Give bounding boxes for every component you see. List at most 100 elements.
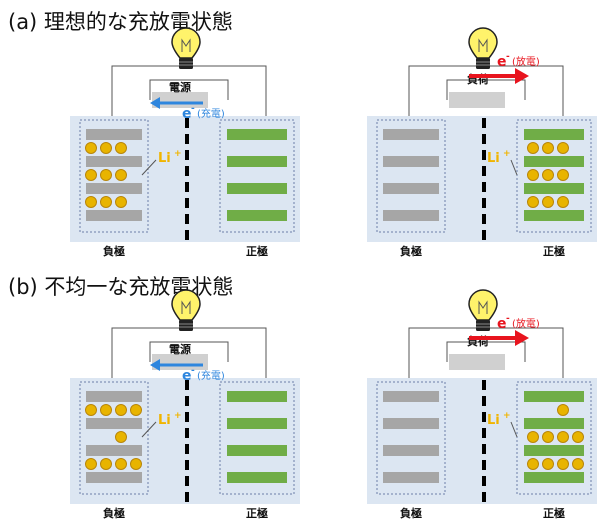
- lithium-ion: [557, 431, 569, 443]
- electron-superscript: -: [191, 104, 195, 114]
- power-source-label: 電源: [169, 342, 191, 356]
- negative-electrode-box: [376, 381, 446, 495]
- lithium-ion: [115, 458, 127, 470]
- lithium-ion: [115, 404, 127, 416]
- negative-electrode-label: 負極: [103, 244, 125, 258]
- lithium-ion: [130, 404, 142, 416]
- positive-electrode-box: [516, 381, 592, 495]
- positive-plate: [524, 156, 584, 167]
- lithium-ion: [100, 458, 112, 470]
- positive-plate: [227, 472, 287, 483]
- lithium-ion: [115, 431, 127, 443]
- bulb-filament: [181, 38, 191, 52]
- negative-electrode-box: [79, 119, 149, 233]
- lithium-ion: [542, 196, 554, 208]
- negative-plate: [383, 156, 439, 167]
- lithium-pointer: [510, 421, 518, 438]
- lithium-ion: [100, 404, 112, 416]
- lithium-ion: [100, 142, 112, 154]
- bulb-filament: [478, 300, 488, 314]
- power-source-box: [152, 92, 208, 108]
- inner-wire: [446, 341, 526, 362]
- discharge-arrow-head: [515, 68, 529, 84]
- bulb-base: [179, 58, 193, 69]
- load-box: [449, 92, 505, 108]
- lithium-ion: [542, 169, 554, 181]
- positive-electrode-box: [516, 119, 592, 233]
- electron-superscript: -: [506, 314, 510, 324]
- light-bulb-icon: [171, 27, 201, 69]
- negative-plate: [86, 183, 142, 194]
- discharge-note: (放電): [512, 55, 540, 68]
- lithium-ion: [557, 169, 569, 181]
- lithium-ion: [572, 431, 584, 443]
- positive-plate: [524, 418, 584, 429]
- lithium-ion: [85, 404, 97, 416]
- bulb-glass: [171, 27, 201, 59]
- electron-symbol: e: [182, 106, 192, 122]
- bulb-filament: [478, 38, 488, 52]
- negative-electrode-box: [79, 381, 149, 495]
- negative-electrode-label: 負極: [400, 506, 422, 520]
- positive-plate: [524, 210, 584, 221]
- positive-plate: [524, 129, 584, 140]
- arrow-right-icon: [469, 330, 529, 346]
- lithium-ion: [572, 458, 584, 470]
- positive-plate: [227, 418, 287, 429]
- negative-plate: [86, 472, 142, 483]
- electron-symbol: e: [497, 54, 507, 70]
- lithium-label: Li: [158, 413, 171, 428]
- positive-plate: [227, 391, 287, 402]
- charge-note: (充電): [197, 107, 225, 120]
- load-box: [449, 354, 505, 370]
- positive-electrode-label: 正極: [543, 506, 565, 520]
- positive-plate: [227, 183, 287, 194]
- lithium-ion: [527, 142, 539, 154]
- bulb-glass: [468, 289, 498, 321]
- inner-wire: [149, 341, 229, 362]
- positive-plate: [227, 156, 287, 167]
- negative-plate: [383, 391, 439, 402]
- positive-plate: [524, 472, 584, 483]
- negative-plate: [86, 445, 142, 456]
- bulb-glass: [171, 289, 201, 321]
- positive-electrode-box: [219, 119, 295, 233]
- lithium-ion: [527, 458, 539, 470]
- lithium-ion: [542, 431, 554, 443]
- electron-superscript: -: [191, 366, 195, 376]
- light-bulb-icon: [468, 27, 498, 69]
- lithium-ion: [85, 142, 97, 154]
- positive-plate: [227, 445, 287, 456]
- lithium-ion: [557, 196, 569, 208]
- lithium-ion: [100, 196, 112, 208]
- inner-wire: [446, 79, 526, 100]
- bulb-glass: [468, 27, 498, 59]
- lithium-ion: [100, 169, 112, 181]
- arrow-left-icon: [150, 97, 203, 109]
- negative-electrode-label: 負極: [103, 506, 125, 520]
- positive-electrode-label: 正極: [246, 244, 268, 258]
- positive-plate: [524, 183, 584, 194]
- negative-plate: [383, 210, 439, 221]
- positive-plate: [524, 391, 584, 402]
- negative-plate: [383, 445, 439, 456]
- positive-electrode-label: 正極: [246, 506, 268, 520]
- lithium-pointer: [141, 159, 157, 176]
- lithium-ion: [527, 431, 539, 443]
- lithium-ion: [85, 458, 97, 470]
- electron-symbol: e: [182, 368, 192, 384]
- lithium-pointer: [141, 421, 157, 438]
- electron-superscript: -: [506, 52, 510, 62]
- lithium-label: Li: [487, 151, 500, 166]
- negative-plate: [86, 156, 142, 167]
- discharge-arrow-head: [515, 330, 529, 346]
- arrow-left-icon: [150, 359, 203, 371]
- positive-plate: [227, 210, 287, 221]
- lithium-label: Li: [487, 413, 500, 428]
- bulb-base: [179, 320, 193, 331]
- negative-plate: [383, 472, 439, 483]
- negative-plate: [86, 210, 142, 221]
- lithium-ion: [85, 169, 97, 181]
- light-bulb-icon: [468, 289, 498, 331]
